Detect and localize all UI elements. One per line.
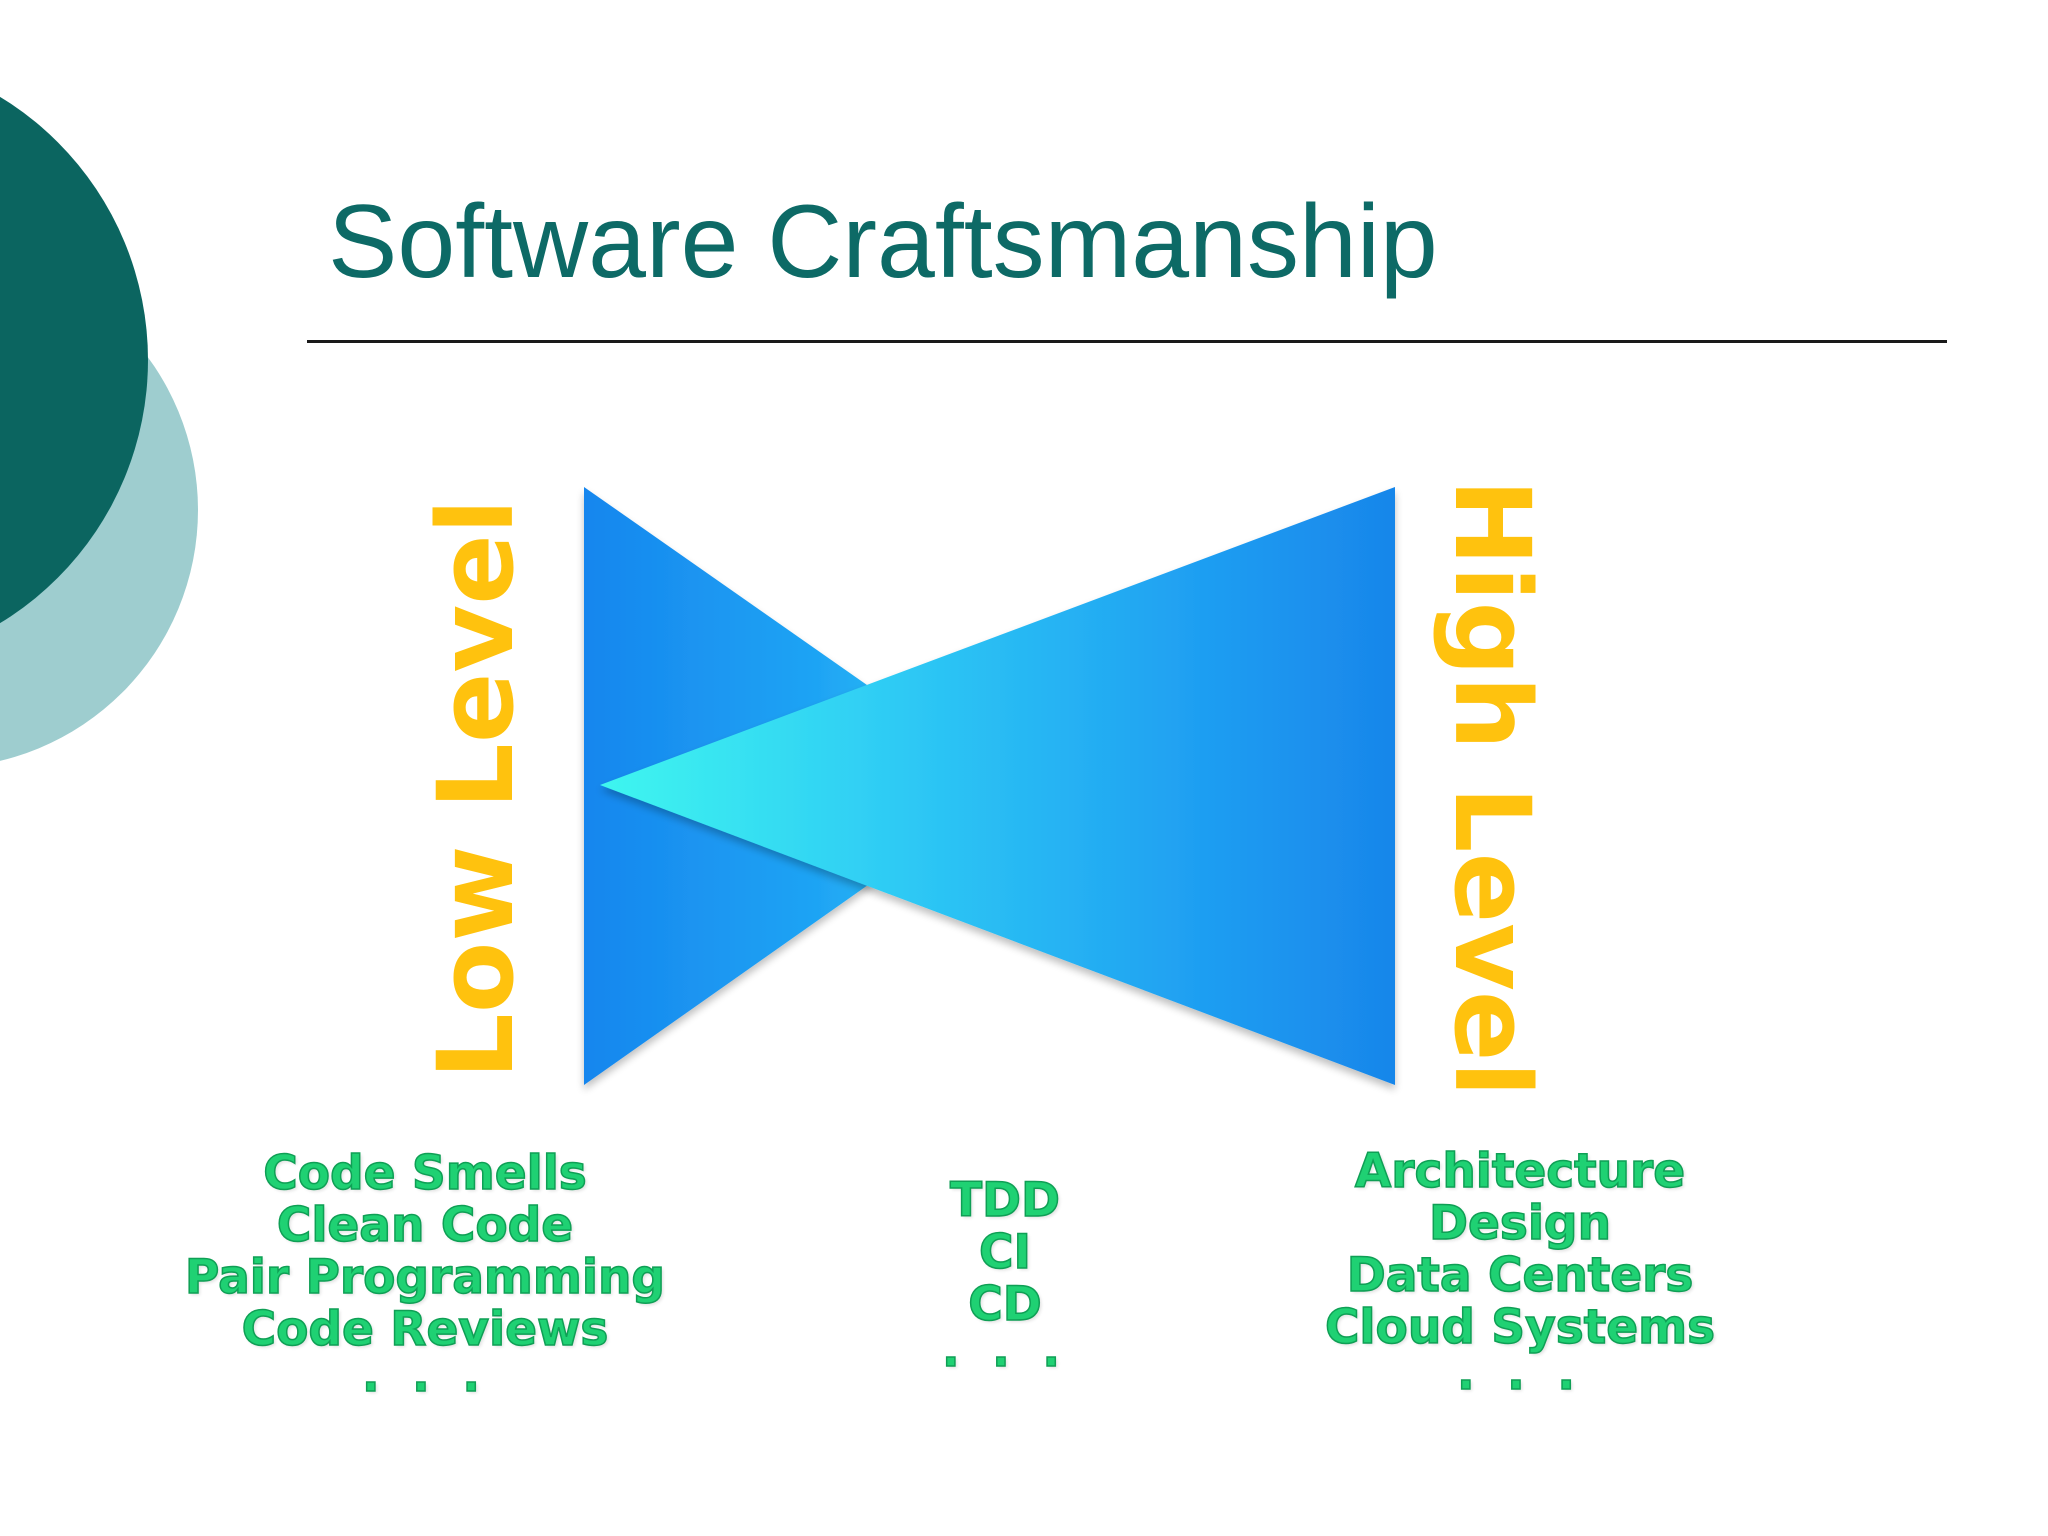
practice-item: Data Centers [1290, 1250, 1750, 1302]
practice-item: CI [900, 1227, 1110, 1279]
practice-item: Design [1290, 1198, 1750, 1250]
high-level-label: High Level [1440, 479, 1544, 1097]
right-triangle-icon [600, 487, 1395, 1085]
practice-item: Clean Code [160, 1200, 690, 1252]
more-ellipsis: . . . [160, 1356, 690, 1396]
high-level-practices: Architecture Design Data Centers Cloud S… [1290, 1146, 1750, 1394]
more-ellipsis: . . . [1290, 1354, 1750, 1394]
practice-item: TDD [900, 1175, 1110, 1227]
mid-level-practices: TDD CI CD . . . [900, 1175, 1110, 1371]
practice-item: Pair Programming [160, 1252, 690, 1304]
low-level-label: Low Level [424, 499, 528, 1080]
low-level-practices: Code Smells Clean Code Pair Programming … [160, 1148, 690, 1396]
more-ellipsis: . . . [900, 1331, 1110, 1371]
practice-item: Code Smells [160, 1148, 690, 1200]
practice-item: Architecture [1290, 1146, 1750, 1198]
